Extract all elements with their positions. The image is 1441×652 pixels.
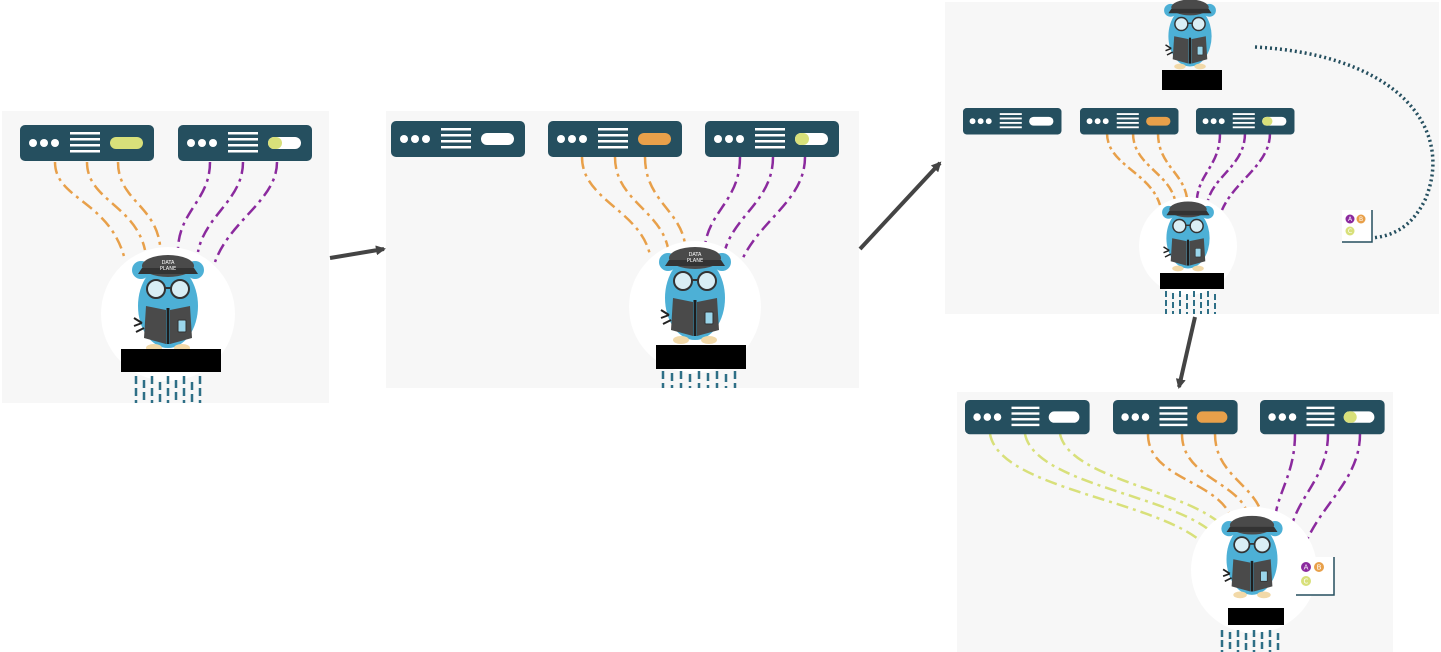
legend-b-label: B (1317, 564, 1322, 572)
legend-b-label: B (1359, 216, 1363, 223)
stage-2-orange-links (580, 156, 687, 256)
stage-4-server-1 (965, 400, 1090, 435)
stage-3-diagram: A B C (963, 0, 1435, 314)
stage-4-diagram: A B C (965, 400, 1385, 652)
stage-3-legend-badge: A B C (1342, 210, 1373, 243)
stage-4-lime-links (988, 433, 1226, 546)
stage-4-server-2 (1113, 400, 1238, 435)
stage-4-server-3 (1260, 400, 1385, 435)
stage-1-output-lines (134, 376, 202, 403)
legend-c-label: C (1304, 578, 1309, 586)
stage-2-redaction-bar (656, 345, 746, 369)
arrow-3-to-4 (1175, 316, 1197, 389)
arrow-2-to-3 (858, 161, 942, 251)
stage-1-redaction-bar (121, 349, 221, 372)
stage-3-server-2 (1080, 108, 1179, 135)
stage-1-server-2 (178, 125, 312, 161)
stage-4-legend-badge: A B C (1296, 557, 1335, 596)
gopher-cap-text: DATA (689, 252, 702, 258)
stage-4-panel (957, 392, 1393, 652)
stage-3-control-plane-link (1254, 45, 1435, 240)
stage-3-server-1 (963, 108, 1062, 135)
legend-a-label: A (1304, 564, 1309, 572)
legend-c-label: C (1348, 228, 1352, 235)
stage-2-panel (386, 111, 859, 388)
stage-1-gopher-data-plane-icon: DATA PLANE (131, 254, 205, 353)
stage-3-redaction-bar (1160, 273, 1224, 289)
gopher-cap-text: PLANE (160, 266, 176, 272)
stage-3-purple-links (1195, 132, 1272, 211)
stage-2-diagram: DATA PLANE (391, 121, 839, 388)
stage-2-server-2 (548, 121, 682, 157)
stage-3-control-plane-redaction (1162, 70, 1222, 90)
stage-2-server-1 (391, 121, 525, 157)
stage-4-purple-links (1274, 433, 1362, 546)
stage-1-server-1 (20, 125, 154, 161)
stage-3-control-plane-gopher-icon (1163, 0, 1217, 71)
gopher-cap-text: PLANE (687, 258, 703, 264)
stage-1-purple-links (176, 161, 279, 263)
stage-2-gopher-data-plane-icon: DATA PLANE (658, 246, 732, 345)
legend-a-label: A (1348, 216, 1353, 223)
stage-1-orange-links (53, 161, 162, 261)
stage-4-output-lines (1220, 630, 1280, 652)
stage-2-output-lines (661, 371, 737, 388)
stage-4-orange-links (1146, 433, 1264, 521)
stage-1-diagram: DATA PLANE (20, 125, 312, 403)
gopher-cap-text: DATA (162, 260, 175, 266)
stage-3-server-3 (1196, 108, 1295, 135)
arrow-1-to-2 (329, 245, 386, 260)
stage-4-redaction-bar (1228, 608, 1284, 625)
stage-2-purple-links (703, 156, 807, 261)
stage-2-server-3 (705, 121, 839, 157)
stage-3-orange-links (1105, 132, 1189, 206)
stage-3-output-lines (1165, 291, 1216, 314)
